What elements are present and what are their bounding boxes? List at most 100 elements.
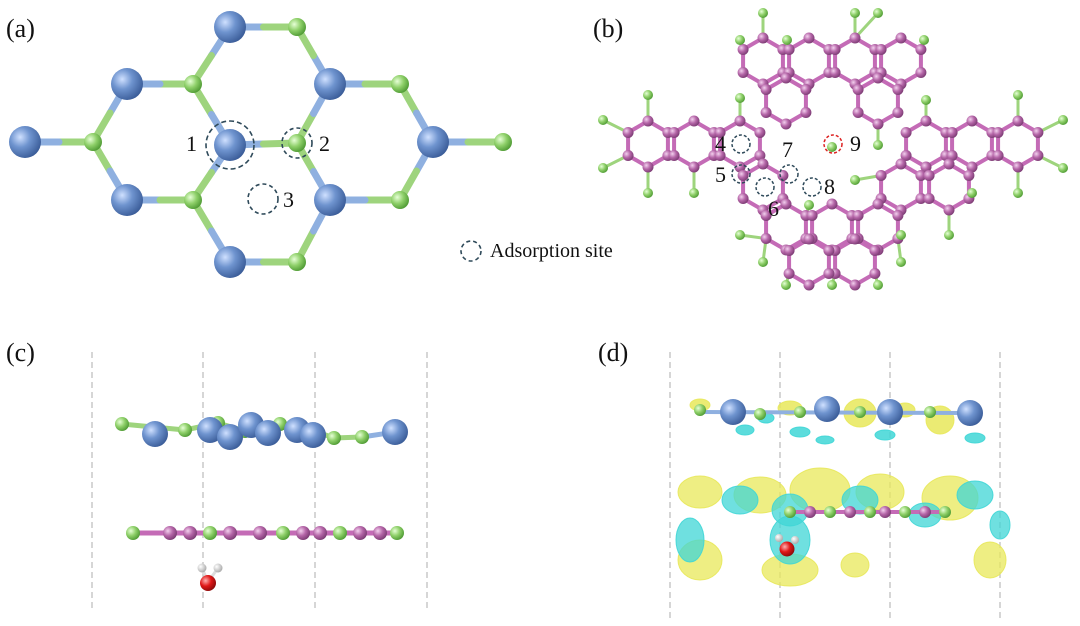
green-atom <box>355 430 369 444</box>
green-atom <box>184 191 202 209</box>
pink-atom <box>760 84 772 95</box>
green-atom <box>781 280 791 290</box>
panel-c-top-layer <box>115 412 408 450</box>
pink-atom <box>849 233 861 245</box>
pink-atom <box>780 118 792 130</box>
green-atom <box>735 35 745 45</box>
pink-atom <box>872 72 884 84</box>
blue-atom <box>142 421 168 447</box>
blue-atom <box>255 420 281 446</box>
green-atom <box>1013 90 1023 100</box>
pink-atom <box>849 32 861 44</box>
pink-atom <box>992 150 1004 161</box>
isosurface <box>721 485 759 515</box>
pink-atom <box>966 161 978 173</box>
isosurface <box>956 480 994 510</box>
blue-atom <box>957 400 983 426</box>
pink-atom <box>915 170 927 181</box>
green-atom <box>804 200 814 210</box>
adsorption-site-icon <box>460 240 482 262</box>
pink-atom <box>849 279 861 291</box>
pink-atom <box>760 107 772 118</box>
pink-atom <box>900 150 912 161</box>
pink-atom <box>946 127 958 138</box>
pink-atom <box>1012 115 1024 127</box>
pink-atom <box>875 44 887 55</box>
pink-atom <box>688 115 700 127</box>
panel-label-c: (c) <box>6 338 35 367</box>
pink-atom <box>757 32 769 44</box>
pink-atom <box>737 44 749 55</box>
isosurface <box>675 517 705 563</box>
pink-atom <box>872 118 884 130</box>
pink-atom <box>892 210 904 221</box>
panel-c-bottom-layer <box>126 526 404 540</box>
pink-atom <box>919 506 931 518</box>
isosurface <box>840 552 870 578</box>
green-atom <box>864 506 876 518</box>
green-atom <box>784 506 796 518</box>
pink-atom <box>895 158 907 170</box>
green-atom <box>896 257 906 267</box>
pink-atom <box>895 32 907 44</box>
pink-atom <box>737 67 749 78</box>
hydrogen-atom <box>197 563 207 573</box>
pink-atom <box>642 115 654 127</box>
pink-atom <box>754 127 766 138</box>
blue-atom <box>720 399 746 425</box>
panel-d-top-layer <box>694 396 983 426</box>
pink-atom <box>852 84 864 95</box>
oxygen-atom <box>200 575 216 591</box>
pink-atom <box>892 84 904 95</box>
pink-atom <box>688 161 700 173</box>
green-atom <box>126 526 140 540</box>
pink-atom <box>760 233 772 244</box>
blue-atom <box>9 126 41 158</box>
green-atom <box>782 35 792 45</box>
green-atom <box>873 280 883 290</box>
pink-atom <box>783 268 795 279</box>
panel-d-isosurfaces <box>675 398 1011 587</box>
pink-atom <box>872 198 884 210</box>
blue-atom <box>217 424 243 450</box>
pink-atom <box>804 506 816 518</box>
pink-atom <box>943 158 955 170</box>
pink-atom <box>946 150 958 161</box>
oxygen-atom <box>779 541 795 557</box>
isosurface <box>815 435 835 445</box>
green-atom <box>276 526 290 540</box>
green-atom <box>758 257 768 267</box>
panel-label-d: (d) <box>598 338 629 367</box>
pink-atom <box>852 210 864 221</box>
pink-atom <box>668 127 680 138</box>
green-atom <box>873 8 883 18</box>
green-atom <box>288 134 306 152</box>
green-atom <box>944 230 954 240</box>
pink-atom <box>737 193 749 204</box>
panel-label-b: (b) <box>593 14 624 43</box>
pink-atom <box>734 161 746 173</box>
pink-atom <box>869 245 881 256</box>
pink-atom <box>734 115 746 127</box>
blue-atom <box>877 399 903 425</box>
pink-atom <box>714 150 726 161</box>
isosurface <box>735 424 755 436</box>
panel-b-structure <box>598 8 1068 291</box>
isosurface <box>874 429 896 441</box>
pink-atom <box>823 268 835 279</box>
site-label-4: 4 <box>715 131 726 156</box>
panel-a-site-circles <box>205 120 313 215</box>
green-atom <box>1058 115 1068 125</box>
hydrogen-atom <box>775 534 783 542</box>
green-atom <box>850 175 860 185</box>
pink-atom <box>800 84 812 95</box>
pink-atom <box>803 32 815 44</box>
green-atom <box>203 526 217 540</box>
blue-atom <box>300 422 326 448</box>
isosurface <box>989 510 1011 540</box>
site-label-8: 8 <box>824 174 835 199</box>
pink-atom <box>800 107 812 118</box>
blue-atom <box>214 11 246 43</box>
green-atom <box>794 406 806 418</box>
